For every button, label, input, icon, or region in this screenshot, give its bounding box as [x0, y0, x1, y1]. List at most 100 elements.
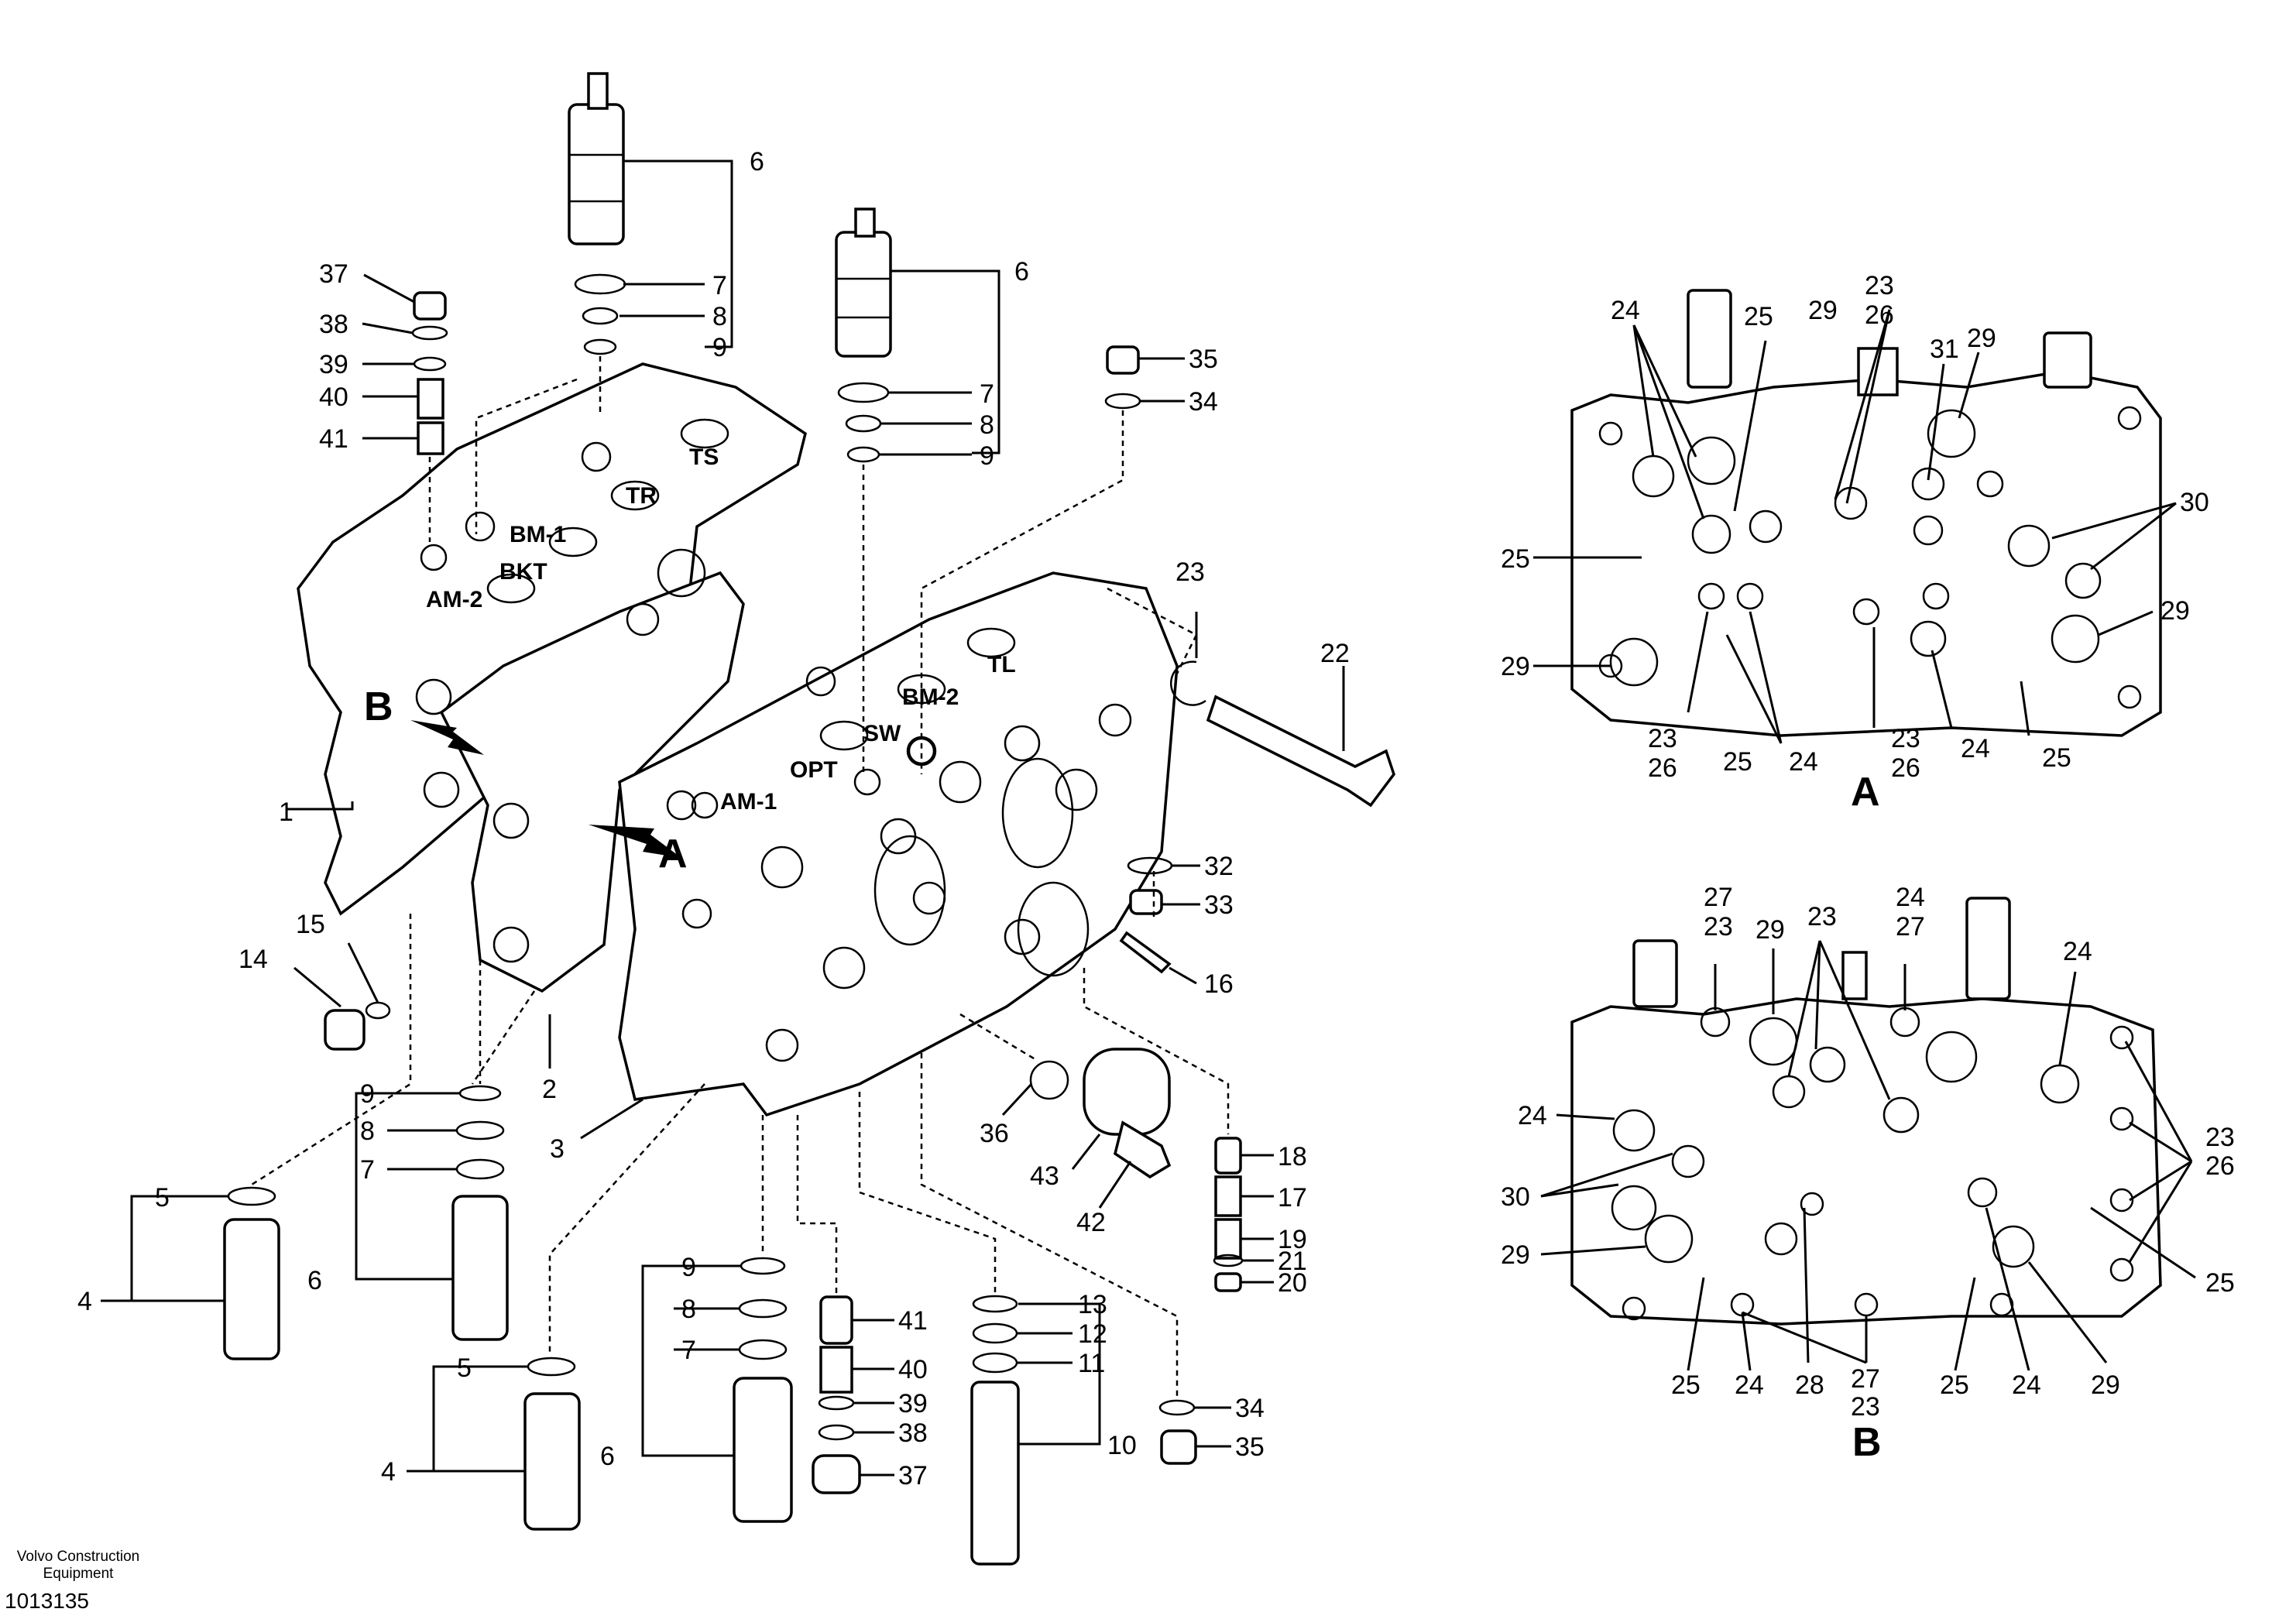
- callout: 19: [1278, 1225, 1307, 1254]
- callout: 27: [1851, 1364, 1880, 1394]
- callout: 34: [1189, 387, 1218, 417]
- callout: 16: [1204, 969, 1234, 999]
- body-tag-tr: TR: [626, 483, 657, 509]
- callout: 33: [1204, 890, 1234, 920]
- callout: 41: [898, 1306, 928, 1336]
- callout: 5: [457, 1353, 472, 1383]
- callout: 29: [1755, 915, 1785, 945]
- callout: 1: [279, 797, 293, 827]
- callout: 20: [1278, 1268, 1307, 1298]
- body-tag-opt: OPT: [790, 757, 838, 783]
- callout: 3: [550, 1134, 565, 1164]
- callout: 25: [1501, 544, 1530, 574]
- callout: 9: [980, 441, 994, 471]
- callout: 13: [1078, 1290, 1107, 1319]
- callout: 26: [1865, 300, 1894, 330]
- view-arrow-b-label: B: [364, 684, 393, 729]
- body-tag-ts: TS: [689, 444, 719, 470]
- callout: 23: [2205, 1123, 2235, 1152]
- callout: 29: [1967, 324, 1996, 353]
- callout: 6: [750, 147, 764, 177]
- callout: 35: [1189, 345, 1218, 374]
- callout: 38: [898, 1418, 928, 1448]
- callout: 8: [712, 302, 727, 331]
- main-callouts: 1 2 3 4 4 5 5 6 6 6 6 7 7 7 7 8 8 8 8 9 …: [77, 147, 1350, 1490]
- callout: 25: [2042, 743, 2071, 773]
- view-b-plate: 27 23 29 24 27 23 24 24 23 26 30 29 25 2…: [1501, 883, 2235, 1465]
- callout: 9: [681, 1253, 696, 1282]
- callout: 41: [319, 424, 348, 454]
- callout: 21: [1278, 1247, 1307, 1276]
- callout: 11: [1078, 1349, 1105, 1378]
- callout: 24: [1896, 883, 1925, 912]
- assembly-dashed-lines: [251, 356, 1230, 1401]
- callout: 26: [1891, 753, 1920, 783]
- callout: 37: [898, 1461, 928, 1490]
- brand-line-2: Equipment: [43, 1566, 114, 1582]
- callout: 39: [319, 350, 348, 379]
- callout: 23: [1807, 902, 1837, 931]
- callout: 7: [360, 1155, 375, 1185]
- callout: 6: [600, 1442, 615, 1471]
- view-a-plate: 23 26 24 25 29 31 29 30 25 29 29 23 26 2…: [1501, 271, 2209, 815]
- callout: 7: [980, 379, 994, 409]
- body-tag-tl: TL: [987, 652, 1016, 677]
- callout: 9: [360, 1079, 375, 1109]
- relief-valve-top-center: [835, 208, 892, 358]
- callout: 10: [1107, 1431, 1137, 1460]
- callout: 2: [542, 1075, 557, 1104]
- callout: 27: [1704, 883, 1733, 912]
- callout: 25: [1671, 1370, 1701, 1400]
- callout: 28: [1795, 1370, 1824, 1400]
- callout: 24: [1789, 747, 1818, 777]
- body-tag-bm-1: BM-1: [510, 522, 566, 547]
- callout: 17: [1278, 1183, 1307, 1213]
- callout: 4: [381, 1457, 396, 1487]
- callout: 34: [1235, 1394, 1265, 1423]
- callout: 6: [1014, 257, 1029, 286]
- callout: 12: [1078, 1319, 1107, 1349]
- callout: 5: [155, 1183, 170, 1213]
- callout: 29: [2091, 1370, 2120, 1400]
- callout: 30: [1501, 1182, 1530, 1212]
- view-arrow-a-label: A: [658, 832, 688, 876]
- main-valve-body: TS TR BM-1 BKT AM-2 TL BM-2 SW OPT AM-1: [297, 362, 1179, 1117]
- callout: 42: [1076, 1208, 1106, 1237]
- callout: 43: [1030, 1161, 1059, 1191]
- callout: 25: [1744, 302, 1773, 331]
- callout: 29: [1501, 652, 1530, 681]
- callout: 4: [77, 1287, 92, 1316]
- body-tag-sw: SW: [863, 721, 901, 746]
- callout: 15: [296, 910, 325, 939]
- leader-lines: [101, 159, 1345, 1477]
- view-a-title: A: [1851, 770, 1880, 815]
- brand-label: Volvo Construction Equipment: [5, 1549, 152, 1583]
- callout: 14: [239, 945, 268, 974]
- brand-line-1: Volvo Construction: [16, 1549, 140, 1565]
- callout: 29: [2160, 596, 2190, 626]
- callout: 8: [980, 410, 994, 440]
- callout: 36: [980, 1119, 1009, 1148]
- callout: 38: [319, 310, 348, 339]
- drawing-number: 1013135: [5, 1589, 90, 1613]
- callout: 24: [1735, 1370, 1764, 1400]
- body-tag-am-1: AM-1: [720, 789, 777, 815]
- callout: 35: [1235, 1432, 1265, 1462]
- callout: 23: [1648, 724, 1677, 753]
- callout: 23: [1175, 557, 1205, 587]
- callout: 23: [1851, 1392, 1880, 1422]
- callout: 26: [1648, 753, 1677, 783]
- callout: 23: [1891, 724, 1920, 753]
- callout: 32: [1204, 852, 1234, 881]
- callout: 25: [1940, 1370, 1969, 1400]
- callout: 23: [1704, 912, 1733, 942]
- callout: 24: [1518, 1101, 1547, 1130]
- callout: 39: [898, 1389, 928, 1418]
- callout: 26: [2205, 1151, 2235, 1181]
- callout: 29: [1501, 1240, 1530, 1270]
- callout: 25: [2205, 1268, 2235, 1298]
- callout: 37: [319, 259, 348, 289]
- callout: 24: [2063, 937, 2092, 966]
- body-tag-bm-2: BM-2: [902, 684, 959, 710]
